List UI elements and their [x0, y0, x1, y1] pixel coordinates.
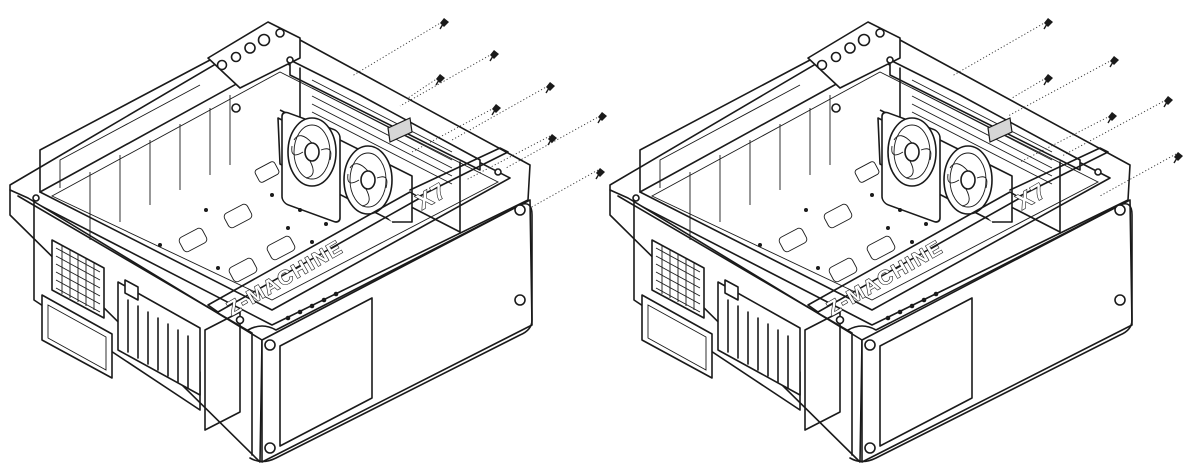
screw-icon [597, 111, 608, 124]
screw-icon [1173, 151, 1184, 164]
screw-icon [439, 17, 450, 30]
screw-icon [1109, 55, 1120, 68]
screw-icon [545, 81, 556, 94]
screw-leader-lines [951, 21, 1177, 197]
screw-icon [595, 167, 606, 180]
pc-case-drawing [9, 21, 533, 463]
screw-leader-lines [351, 21, 601, 209]
case-diagram-left: Z-MACHINE X7 [9, 17, 608, 463]
screw-icon [435, 73, 446, 86]
screw-icon [1043, 73, 1054, 86]
screw-icon [547, 133, 558, 146]
screw-icon [1043, 17, 1054, 30]
screw-icon [489, 49, 500, 62]
screw-icon [1107, 111, 1118, 124]
pc-case-drawing [609, 21, 1133, 463]
case-diagram-right: Z-MACHINE X7 [609, 17, 1184, 463]
screw-icon [1163, 95, 1174, 108]
